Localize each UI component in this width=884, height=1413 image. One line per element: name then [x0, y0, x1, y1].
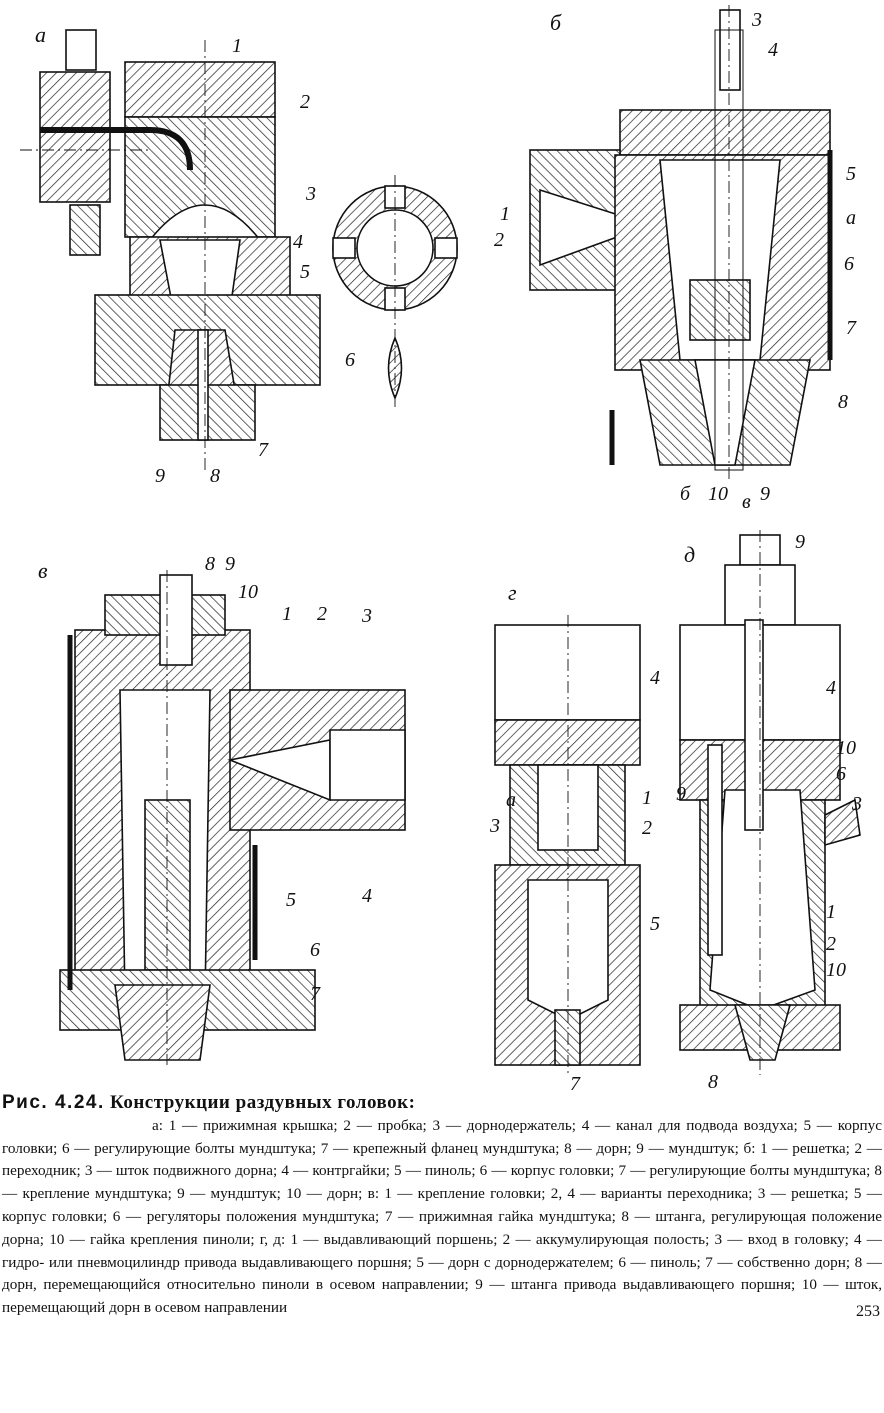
callout: 2 — [642, 817, 652, 839]
panel-letter-v: в — [38, 558, 48, 583]
callout: 4 — [362, 885, 372, 907]
panel-letter-b: б — [550, 10, 562, 35]
callout: 5 — [286, 889, 296, 911]
callout: 3 — [489, 815, 500, 837]
panel-letter-g: г — [508, 580, 517, 605]
callout: 6 — [310, 939, 320, 961]
callout: б — [680, 483, 691, 505]
panel-letter-a: а — [35, 22, 46, 47]
callout: 4 — [293, 231, 303, 253]
callout: 1 — [500, 203, 510, 225]
caption-legend: а: 1 — прижимная крышка; 2 — пробка; 3 —… — [2, 1116, 882, 1317]
panel-a-drawing — [20, 29, 458, 470]
callout: 10 — [826, 959, 846, 981]
callout: 1 — [826, 901, 836, 923]
callout: 9 — [225, 553, 235, 575]
callout: 6 — [844, 253, 854, 275]
callout: 9 — [760, 483, 770, 505]
callout: 3 — [361, 605, 372, 627]
callout: 2 — [317, 603, 327, 625]
callout: 8 — [838, 391, 848, 413]
callout: 4 — [768, 39, 778, 61]
callout: 2 — [300, 91, 310, 113]
panel-b-drawing — [529, 5, 833, 480]
caption-title: Рис. 4.24. Конструкции раздувных головок… — [2, 1092, 884, 1115]
panel-a-labels: 1 2 3 4 5 6 7 8 9 — [155, 35, 355, 487]
callout: 7 — [258, 439, 269, 461]
callout: 6 — [836, 763, 846, 785]
callout: 7 — [310, 983, 321, 1005]
callout: 8 — [210, 465, 220, 487]
callout: 10 — [836, 737, 856, 759]
panel-b-labels: 1 2 3 4 5 а 6 7 8 б 10 в 9 — [494, 9, 857, 513]
callout: 9 — [795, 531, 805, 553]
panel-g-labels: 4 а 1 3 2 5 7 — [489, 667, 660, 1090]
callout: 10 — [238, 581, 258, 603]
callout: в — [742, 491, 751, 513]
callout: 1 — [232, 35, 242, 57]
callout: 2 — [826, 933, 836, 955]
figure-number: Рис. 4.24. — [2, 1092, 105, 1113]
callout: 2 — [494, 229, 504, 251]
figure-title: Конструкции раздувных головок: — [110, 1092, 416, 1113]
callout: 1 — [282, 603, 292, 625]
callout: а — [846, 207, 856, 229]
panel-letter-d: д — [684, 542, 695, 567]
callout: 6 — [345, 349, 355, 371]
callout: 3 — [305, 183, 316, 205]
callout: 5 — [846, 163, 856, 185]
callout: а — [506, 789, 516, 811]
callout: 4 — [826, 677, 836, 699]
callout: 5 — [650, 913, 660, 935]
panel-g-drawing — [494, 615, 641, 1075]
panel-d-labels: 9 4 10 6 9 3 1 2 10 8 — [676, 531, 862, 1090]
callout: 8 — [708, 1071, 718, 1090]
figure-drawings: а б в г д 1 2 3 4 5 6 7 8 9 1 2 3 4 5 а … — [20, 5, 862, 1090]
panel-v-drawing — [59, 570, 406, 1065]
panel-v-labels: 8 9 10 1 2 3 4 5 6 7 — [205, 553, 372, 1005]
callout: 9 — [676, 783, 686, 805]
callout: 3 — [751, 9, 762, 31]
callout: 5 — [300, 261, 310, 283]
callout: 3 — [851, 793, 862, 815]
panel-d-drawing — [679, 530, 861, 1075]
panel-letters: а б в г д — [35, 10, 695, 605]
callout: 7 — [570, 1073, 581, 1090]
callout: 7 — [846, 317, 857, 339]
callout: 4 — [650, 667, 660, 689]
page-number: 253 — [856, 1303, 880, 1321]
figure-caption: Рис. 4.24. Конструкции раздувных головок… — [0, 1092, 884, 1320]
callout: 9 — [155, 465, 165, 487]
callout: 10 — [708, 483, 728, 505]
caption-body: а: 1 — прижимная крышка; 2 — пробка; 3 —… — [0, 1115, 884, 1320]
callout: 8 — [205, 553, 215, 575]
callout: 1 — [642, 787, 652, 809]
